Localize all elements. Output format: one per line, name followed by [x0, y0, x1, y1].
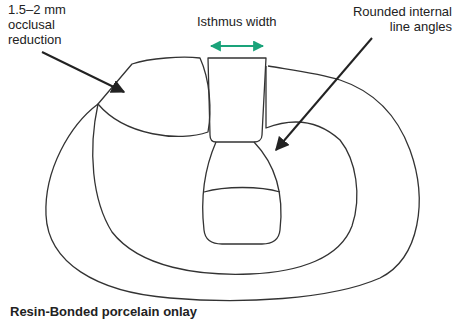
- callout-label: Rounded internal line angles: [330, 4, 452, 34]
- isthmus: [208, 58, 266, 142]
- isthmus-dimension: [211, 45, 263, 47]
- tooth-outline: [46, 66, 419, 301]
- proximal-box: [203, 142, 281, 244]
- leader-arrow: [276, 38, 372, 150]
- callout-label: 1.5–2 mm occlusal reduction: [8, 2, 83, 47]
- preparation-outline: [93, 66, 357, 274]
- figure-caption: Resin-Bonded porcelain onlay: [10, 304, 197, 319]
- leader-arrow: [42, 52, 124, 92]
- gingival-floor: [204, 188, 280, 193]
- dimension-label: Isthmus width: [197, 14, 276, 29]
- reduced-cusp: [98, 57, 210, 136]
